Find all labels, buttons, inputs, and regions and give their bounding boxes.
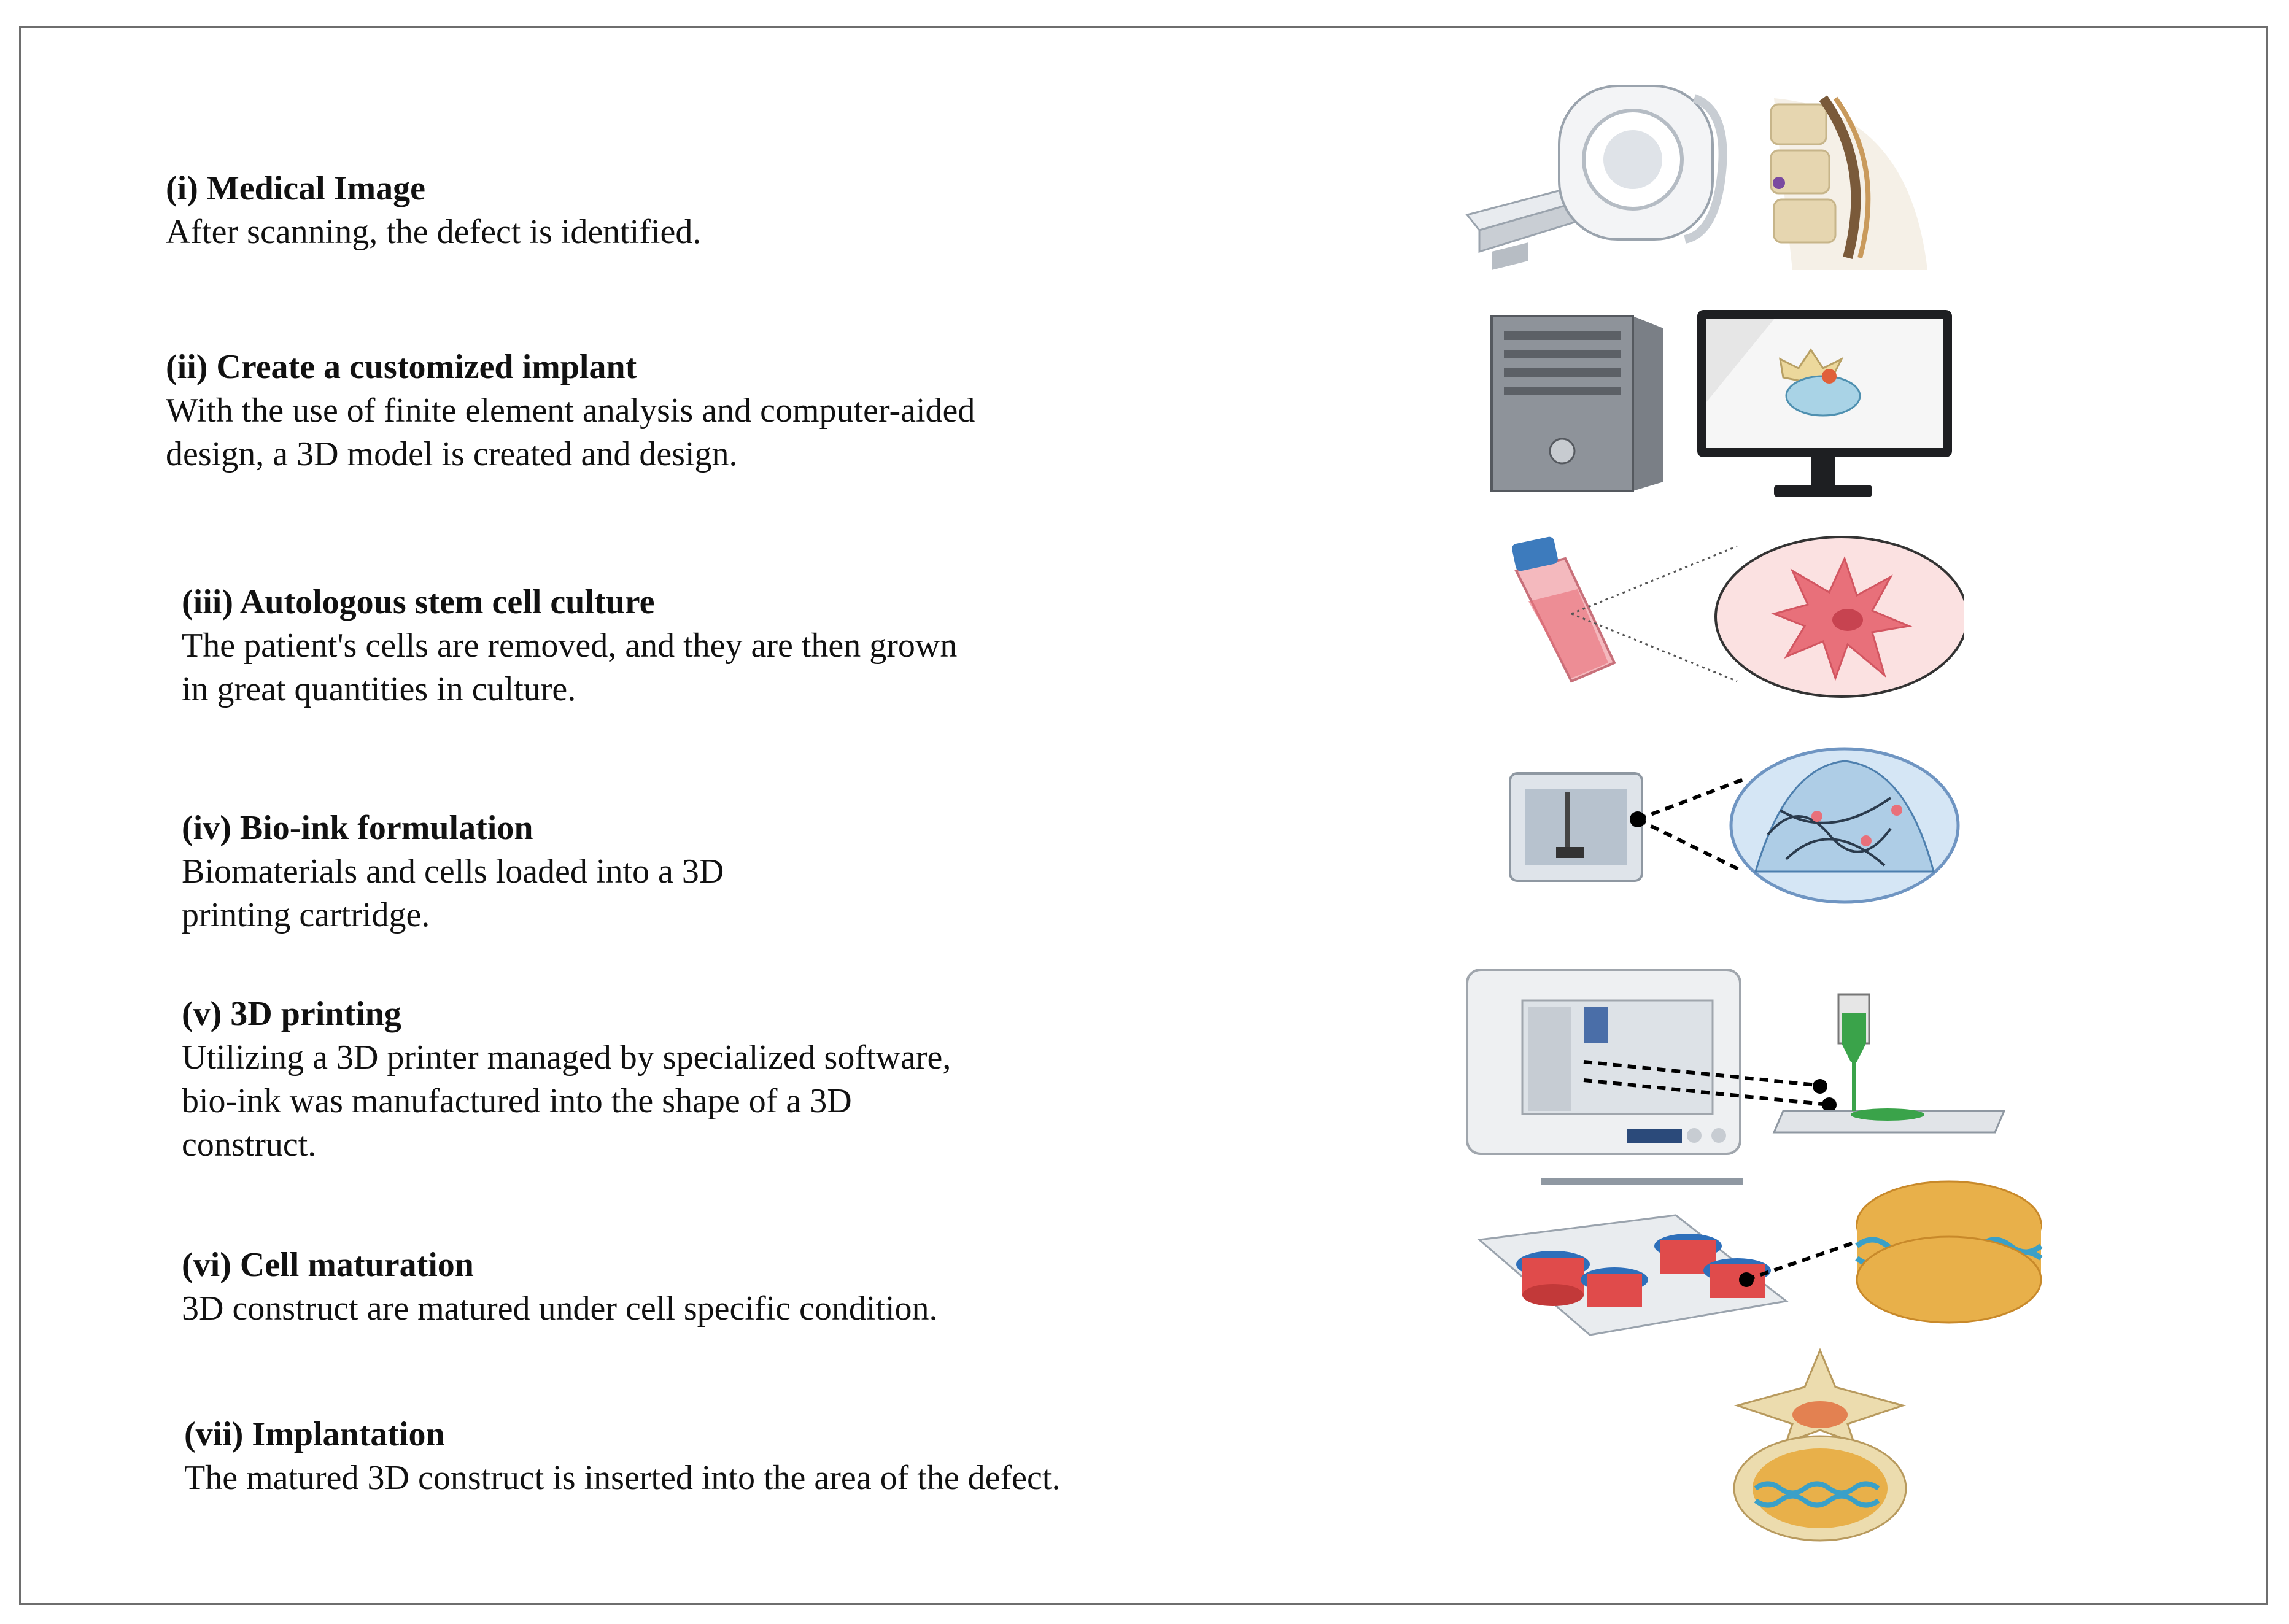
bioink-hydrogel-icon — [1729, 747, 1960, 904]
step-description-line: bio-ink was manufactured into the shape … — [182, 1082, 852, 1120]
step-implantation: (vii) Implantation The matured 3D constr… — [184, 1413, 1060, 1500]
step-medical-image: (i) Medical Image After scanning, the de… — [166, 167, 701, 254]
illustration-cell-culture — [1512, 536, 1964, 698]
illustration-cad-design — [1490, 310, 1952, 497]
step-title: (vi) Cell maturation — [182, 1246, 474, 1284]
spine-defect-icon — [1770, 95, 1927, 270]
step-description-line: After scanning, the defect is identified… — [166, 213, 702, 251]
step-title: (iv) Bio-ink formulation — [182, 809, 533, 847]
illustration-cell-maturation — [1477, 1178, 2043, 1336]
extrusion-nozzle-icon — [1772, 993, 2006, 1134]
illustration-bioink — [1509, 747, 1960, 904]
step-title: (v) 3D printing — [182, 995, 401, 1033]
illustration-implantation — [1733, 1348, 1907, 1542]
bioprinter-icon — [1509, 772, 1643, 882]
disc-construct-icon — [1855, 1180, 2043, 1324]
culture-flask-icon — [1512, 536, 1616, 683]
step-description-line: 3D construct are matured under cell spec… — [182, 1290, 938, 1328]
step-3d-printing: (v) 3D printing Utilizing a 3D printer m… — [182, 992, 951, 1167]
step-bioink-formulation: (iv) Bio-ink formulation Biomaterials an… — [182, 806, 724, 937]
illustration-3d-printing — [1466, 969, 2006, 1155]
step-title: (i) Medical Image — [166, 169, 425, 207]
step-cell-maturation: (vi) Cell maturation 3D construct are ma… — [182, 1243, 938, 1331]
stem-cell-icon — [1714, 536, 1964, 698]
step-description-line: Utilizing a 3D printer managed by specia… — [182, 1038, 951, 1077]
step-description-line: The matured 3D construct is inserted int… — [184, 1459, 1061, 1497]
mri-scanner-icon — [1465, 85, 1727, 270]
step-title: (iii) Autologous stem cell culture — [182, 583, 655, 621]
illustration-medical-image — [1465, 85, 1927, 270]
step-customized-implant: (ii) Create a customized implant With th… — [166, 346, 975, 476]
step-description-line: With the use of finite element analysis … — [166, 392, 975, 430]
step-description-line: The patient's cells are removed, and the… — [182, 627, 958, 665]
bioreactor-icon — [1477, 1178, 1789, 1336]
step-description-line: in great quantities in culture. — [182, 670, 576, 708]
3d-printer-icon — [1466, 969, 1741, 1155]
step-description-line: construct. — [182, 1126, 317, 1164]
step-description-line: Biomaterials and cells loaded into a 3D — [182, 853, 724, 891]
computer-tower-icon — [1490, 315, 1663, 492]
step-description-line: printing cartridge. — [182, 896, 430, 934]
step-stem-cell-culture: (iii) Autologous stem cell culture The p… — [182, 581, 957, 711]
step-description-line: design, a 3D model is created and design… — [166, 435, 738, 473]
step-title: (vii) Implantation — [184, 1415, 445, 1453]
implanted-vertebra-icon — [1733, 1348, 1907, 1542]
step-title: (ii) Create a customized implant — [166, 348, 637, 386]
monitor-vertebra-icon — [1697, 310, 1952, 497]
